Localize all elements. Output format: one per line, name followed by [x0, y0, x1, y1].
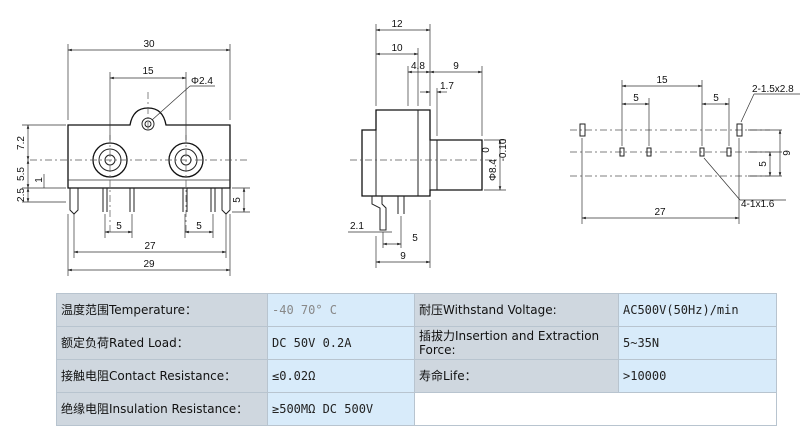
side-view: 12 10 4.8 9 1.7 Φ8.4 0 -0.10 2.1 5 9 [348, 19, 509, 268]
dim-height-upper: 7.2 [16, 136, 27, 150]
label-pin-holes: 4-1x1.6 [741, 199, 775, 210]
dim-slot-spacing-right: 5 [713, 93, 719, 104]
dim-slot-pitch: 15 [656, 75, 668, 86]
contact-resistance-value: ≤0.02Ω [267, 359, 415, 393]
pin-hole-2 [646, 147, 652, 157]
dim-pin-pitch-left: 5 [116, 221, 122, 232]
dim-barrel-diameter: Φ8.4 [488, 159, 499, 181]
dim-flange: 1.7 [440, 81, 454, 92]
dim-step: 1 [34, 177, 45, 183]
mounting-slot-left [579, 123, 586, 137]
pin-hole-4 [726, 147, 732, 157]
technical-drawing: 30 15 Φ2.4 7.2 5.5 2.5 1 5 5 5 [16, 19, 800, 276]
insulation-resistance-value: ≥500MΩ DC 500V [267, 392, 415, 426]
dim-overall-width: 30 [143, 39, 155, 50]
dim-slot-spacing-left: 5 [633, 93, 639, 104]
dim-overall-span: 27 [654, 207, 666, 218]
insertion-force-value: 5~35N [618, 326, 777, 360]
dim-pin-offset: 2.1 [350, 221, 364, 232]
dim-vertical-offset-b: 9 [782, 150, 793, 156]
dim-base-depth: 9 [400, 251, 406, 262]
specifications-table: 温度范围Temperature： -40 70° C 耐压Withstand V… [56, 293, 777, 426]
dim-barrel-length: 9 [453, 61, 459, 72]
empty-cell [414, 392, 777, 426]
dim-tolerance-upper: 0 [481, 147, 492, 153]
spec-row: 温度范围Temperature： -40 70° C 耐压Withstand V… [56, 293, 777, 327]
pin-hole-3 [699, 147, 705, 157]
label-mounting-slots: 2-1.5x2.8 [752, 84, 794, 95]
rated-load-value: DC 50V 0.2A [267, 326, 415, 360]
front-pins [69, 188, 231, 215]
dim-pin-span: 27 [144, 241, 156, 252]
dim-pin-length: 5 [232, 197, 243, 203]
dim-pin-pitch-right: 5 [196, 221, 202, 232]
dim-body-depth: 10 [391, 43, 403, 54]
mounting-slot-right [736, 123, 743, 137]
temperature-label: 温度范围Temperature： [56, 293, 268, 327]
dim-tolerance-lower: -0.10 [498, 138, 509, 161]
dim-jack-pitch: 15 [142, 66, 154, 77]
insulation-resistance-label: 绝缘电阻Insulation Resistance： [56, 392, 268, 426]
dim-barrel-offset: 4.8 [411, 61, 425, 72]
dim-base-width: 29 [143, 259, 155, 270]
withstand-voltage-label: 耐压Withstand Voltage: [414, 293, 619, 327]
insertion-force-label: 插拔力Insertion and Extraction Force: [414, 326, 619, 360]
rated-load-label: 额定负荷Rated Load： [56, 326, 268, 360]
contact-resistance-label: 接触电阻Contact Resistance： [56, 359, 268, 393]
pin-hole-1 [619, 147, 625, 157]
temperature-value: -40 70° C [267, 293, 415, 327]
dim-height-lower: 2.5 [16, 188, 27, 202]
dim-pin-spacing: 5 [412, 233, 418, 244]
front-view: 30 15 Φ2.4 7.2 5.5 2.5 1 5 5 5 [16, 39, 250, 276]
spec-row: 绝缘电阻Insulation Resistance： ≥500MΩ DC 500… [56, 392, 777, 426]
pcb-footprint: 15 5 5 2-1.5x2.8 5 9 4-1x1.6 27 [570, 75, 800, 224]
dim-height-mid: 5.5 [16, 167, 27, 181]
dim-overall-depth: 12 [391, 19, 403, 30]
spec-row: 额定负荷Rated Load： DC 50V 0.2A 插拔力Insertion… [56, 326, 777, 360]
life-value: >10000 [618, 359, 777, 393]
dim-vertical-offset-a: 5 [758, 161, 769, 167]
dim-hole-diameter: Φ2.4 [191, 76, 213, 87]
withstand-voltage-value: AC500V(50Hz)/min [618, 293, 777, 327]
spec-row: 接触电阻Contact Resistance： ≤0.02Ω 寿命Life： >… [56, 359, 777, 393]
life-label: 寿命Life： [414, 359, 619, 393]
